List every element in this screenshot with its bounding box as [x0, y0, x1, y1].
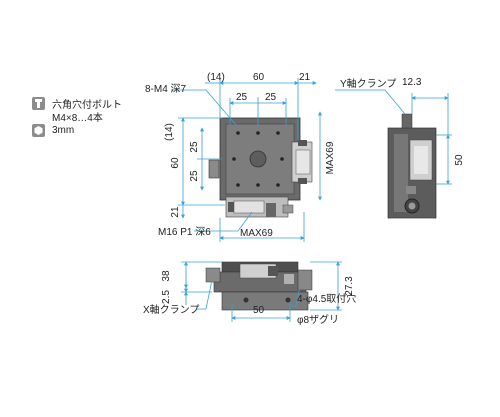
dim-14-top: (14): [207, 72, 225, 83]
dim-25-top-a: 25: [236, 92, 248, 103]
front-base: [221, 291, 309, 311]
legend-bolt-line1: 六角穴付ボルト: [52, 100, 122, 111]
dim-60-left: 60: [170, 157, 181, 169]
dim-60-top: 60: [253, 72, 265, 83]
front-view: 38 2.5 27.3 50 X軸クランプ 4-φ4.5取付穴 φ8ザグリ: [143, 261, 356, 326]
dim-50-side: 50: [454, 154, 465, 166]
dim-21-top: 21: [299, 72, 311, 83]
top-view: 8-M4 深7 (14) 60 21 25 25 (14) 60 25 25 2…: [145, 72, 336, 242]
dim-14-left: (14): [164, 123, 175, 141]
dim-27-3: 27.3: [344, 276, 355, 296]
legend-wrench-size: 3mm: [52, 125, 75, 136]
y-clamp-label: Y軸クランプ: [340, 77, 396, 90]
tap-callout: 8-M4 深7: [145, 83, 187, 95]
counterbore-label: φ8ザグリ: [297, 313, 339, 326]
top-left-knob: [208, 159, 220, 179]
mount-holes-label: 4-φ4.5取付穴: [297, 292, 356, 305]
side-view: Y軸クランプ 12.3 50: [335, 77, 465, 219]
legend-bolt-line2: M4×8…4本: [52, 113, 103, 124]
dim-25-top-b: 25: [265, 92, 277, 103]
dim-12-3: 12.3: [402, 77, 422, 88]
dim-25-left-b: 25: [189, 170, 200, 182]
hex-socket-bolt-icon: [32, 97, 45, 110]
dim-21-left: 21: [170, 206, 181, 218]
dim-38: 38: [161, 270, 172, 282]
dim-2-5: 2.5: [161, 290, 172, 304]
dim-25-left-a: 25: [189, 141, 200, 153]
side-y-clamp-knob: [401, 113, 413, 129]
dim-50-front: 50: [253, 305, 265, 316]
x-clamp-label: X軸クランプ: [143, 303, 199, 316]
front-x-clamp-knob: [205, 267, 221, 283]
feed-screw-label: M16 P1 深6: [158, 226, 211, 238]
max-right: MAX69: [325, 141, 336, 174]
hex-wrench-icon: [32, 124, 45, 137]
max-bottom: MAX69: [240, 228, 273, 239]
top-center-hole: [249, 150, 267, 168]
